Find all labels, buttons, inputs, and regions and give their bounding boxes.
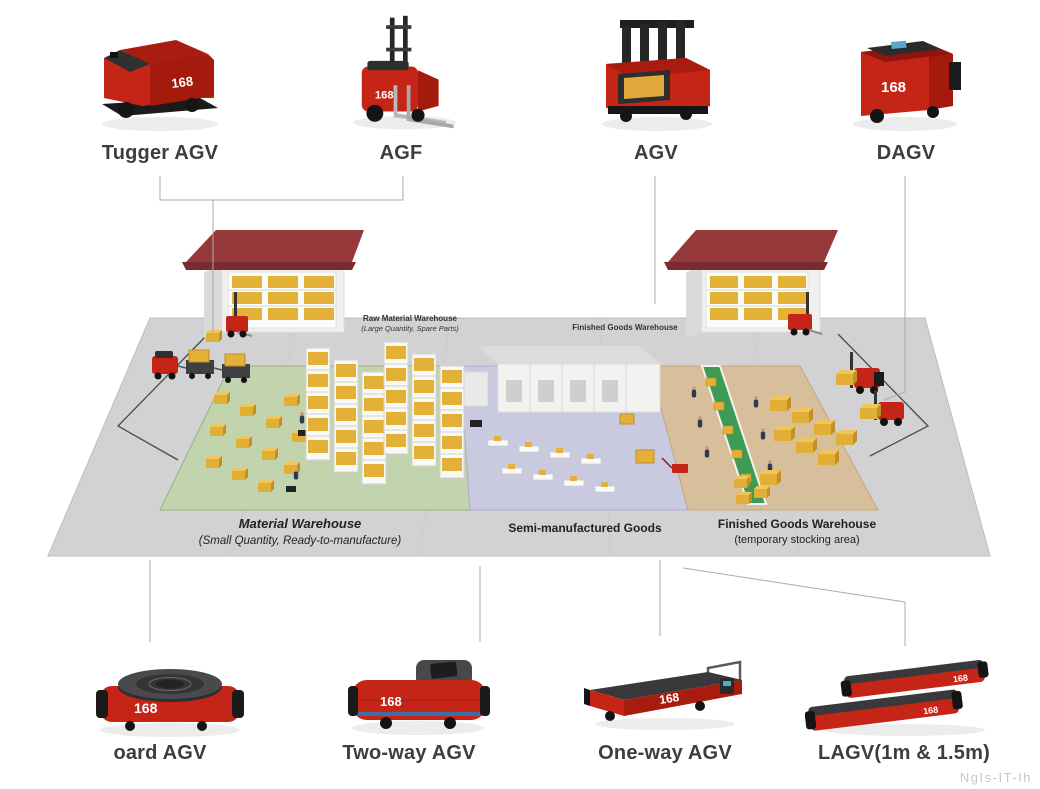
raw-material-warehouse-sub: (Large Quantity, Spare Parts) <box>361 324 459 333</box>
brand-logo: 168 <box>881 79 906 96</box>
label-one-way-agv: One-way AGV <box>598 742 732 764</box>
building-forklift-right <box>788 292 823 336</box>
brand-logo: 168 <box>923 705 939 717</box>
brand-logo: 168 <box>134 700 158 716</box>
finished-zone-contents <box>661 365 857 505</box>
lagv-image: 168 168 <box>804 660 989 736</box>
two-way-agv-image: 168 <box>348 660 490 735</box>
brand-logo: 168 <box>380 694 402 709</box>
brand-logo: 168 <box>375 89 394 101</box>
material-warehouse-title: Material Warehouse <box>239 516 362 531</box>
raw-material-warehouse-title: Raw Material Warehouse <box>363 314 458 323</box>
label-agv: AGV <box>634 142 678 164</box>
agf-image: 168 <box>353 15 457 130</box>
dagv-side-arm <box>949 62 961 90</box>
label-agf: AGF <box>379 142 423 164</box>
label-lagv: LAGV(1m & 1.5m) <box>818 742 990 764</box>
dagv-body <box>861 44 929 116</box>
pallet-truck <box>661 457 688 473</box>
tugger-train <box>152 349 250 383</box>
connector-lines <box>149 176 906 646</box>
watermark-text: NgIs-IT-Ih <box>959 770 1032 785</box>
connector-dagv <box>883 176 906 401</box>
connector-lagv <box>682 567 906 646</box>
agf-card: 168 <box>328 8 478 143</box>
tugger-agv-image: 168 <box>102 40 218 131</box>
one-way-agv-card: 168 <box>580 648 750 738</box>
agv-clamp-bar <box>620 20 694 28</box>
semi-manufactured-label: Semi-manufactured Goods <box>508 521 662 535</box>
agv-route-right <box>837 333 930 457</box>
material-warehouse-sub: (Small Quantity, Ready-to-manufacture) <box>199 535 402 547</box>
two-way-agv-card: 168 <box>338 636 498 743</box>
board-agv-card: 168 <box>82 640 257 745</box>
lagv-unit-rear: 168 <box>840 660 989 698</box>
floor-forklifts-right <box>836 352 904 426</box>
brand-logo: 168 <box>171 73 194 91</box>
finished-goods-back-label: Finished Goods Warehouse <box>572 323 678 332</box>
brand-logo: 168 <box>658 690 680 707</box>
label-dagv: DAGV <box>876 142 936 164</box>
raw-material-building <box>182 230 364 342</box>
agf-forks <box>393 85 447 125</box>
material-zone-contents <box>206 341 465 492</box>
brand-logo: 168 <box>952 673 968 685</box>
building-forklift-left <box>226 292 253 338</box>
finished-goods-front-title: Finished Goods Warehouse <box>718 517 877 531</box>
agf-body <box>361 66 418 112</box>
finished-goods-front-sub: (temporary stocking area) <box>734 534 859 546</box>
label-tugger-agv: Tugger AGV <box>101 142 219 164</box>
finished-goods-building <box>664 230 838 338</box>
board-agv-image: 168 <box>96 669 244 737</box>
dagv-image: 168 <box>853 40 961 131</box>
agv-card <box>582 8 732 143</box>
production-machines <box>463 346 661 464</box>
dagv-control-panel <box>867 41 941 56</box>
dagv-card: 168 <box>833 8 978 143</box>
one-way-body <box>624 680 742 716</box>
label-board-agv: oard AGV <box>113 742 207 764</box>
connector-tugger-agf <box>159 176 404 201</box>
lagv-unit-front: 168 <box>804 689 963 731</box>
one-way-deck <box>590 672 742 700</box>
one-way-agv-image: 168 <box>584 660 742 730</box>
label-two-way-agv: Two-way AGV <box>342 742 476 764</box>
agv-image <box>602 20 712 131</box>
two-way-screen <box>430 661 458 679</box>
tugger-agv-card: 168 <box>80 8 240 143</box>
lagv-card: 168 168 <box>804 642 995 743</box>
